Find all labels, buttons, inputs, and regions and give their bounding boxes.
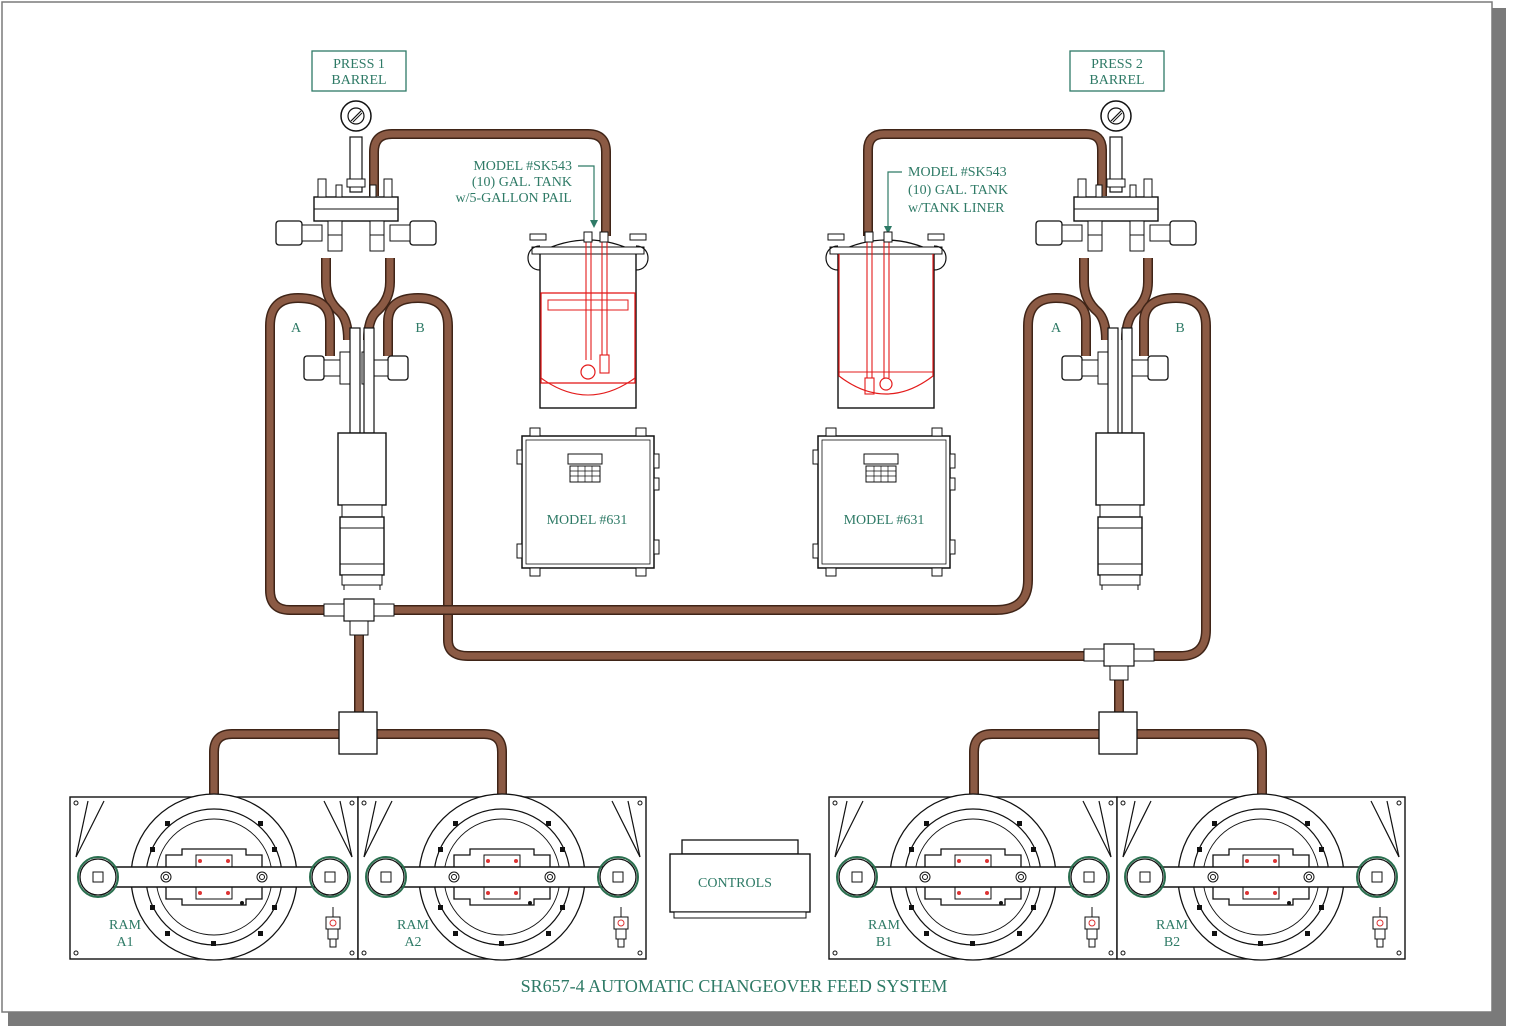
controller-1-box bbox=[516, 427, 660, 577]
tank-1: MODEL #SK543 (10) GAL. TANK w/5-GALLON P… bbox=[455, 159, 649, 409]
tank-2-label-line1: MODEL #SK543 bbox=[908, 165, 1007, 180]
hose-fittings bbox=[323, 598, 1155, 755]
tank-2-rim bbox=[829, 246, 943, 255]
ram-a2-unit bbox=[357, 793, 647, 961]
press-2-a-loop bbox=[392, 294, 1090, 614]
ram-b1-label-line2: B1 bbox=[876, 935, 892, 950]
tank-2-leader-arrow bbox=[884, 226, 892, 234]
tank-2-leader-line bbox=[887, 171, 902, 232]
tank-1-leader-line bbox=[578, 165, 595, 226]
press-1-a-loop bbox=[266, 294, 334, 614]
tank-2-label-line2: (10) GAL. TANK bbox=[908, 183, 1008, 198]
drawing-title: SR657-4 AUTOMATIC CHANGEOVER FEED SYSTEM bbox=[521, 976, 948, 996]
controller-2: MODEL #631 bbox=[812, 427, 956, 577]
press-2-port-b: B bbox=[1175, 321, 1184, 336]
press-1-port-b: B bbox=[415, 321, 424, 336]
splitter-block-b bbox=[1098, 711, 1138, 755]
tank-1-pail bbox=[540, 292, 636, 384]
controller-1: MODEL #631 bbox=[516, 427, 660, 577]
tank-1-rim bbox=[531, 246, 645, 255]
press-2-tank-hose bbox=[864, 130, 1106, 236]
tee-fitting-b bbox=[1103, 643, 1135, 667]
ram-a1-unit bbox=[69, 793, 359, 961]
ram-b1-unit bbox=[828, 793, 1118, 961]
ram-b2-label-line2: B2 bbox=[1164, 935, 1180, 950]
tank-1-body bbox=[539, 251, 637, 409]
press-1-b-loop bbox=[384, 294, 1090, 660]
controls-box: CONTROLS bbox=[669, 839, 811, 919]
tee-fitting-a bbox=[343, 598, 375, 622]
press-2-label-box bbox=[1069, 50, 1165, 92]
controller-1-label: MODEL #631 bbox=[547, 513, 628, 528]
tank-2-label-line3: w/TANK LINER bbox=[908, 201, 1005, 216]
controller-2-box bbox=[812, 427, 956, 577]
hose-network bbox=[209, 129, 1267, 860]
press-1-gauge-icon bbox=[340, 100, 372, 132]
ram-a1-label-line1: RAM bbox=[109, 918, 141, 933]
tank-1-label-line3: w/5-GALLON PAIL bbox=[455, 191, 572, 206]
ram-b1-label-line1: RAM bbox=[868, 918, 900, 933]
press-2-gauge-icon bbox=[1100, 100, 1132, 132]
press-1-label-box bbox=[311, 50, 407, 92]
press-2-port-a: A bbox=[1051, 321, 1062, 336]
ram-a2-hose bbox=[376, 730, 506, 860]
press-2-label-line1: PRESS 2 bbox=[1091, 57, 1143, 72]
tank-1-leader-arrow bbox=[590, 220, 598, 228]
ram-a1-hose bbox=[210, 730, 340, 860]
press-2-assembly: PRESS 2 BARREL A B bbox=[1035, 50, 1197, 591]
tank-1-label-line1: MODEL #SK543 bbox=[473, 159, 572, 174]
ram-a2: RAM A2 bbox=[357, 793, 647, 961]
ram-a1: RAM A1 bbox=[69, 793, 359, 961]
tank-2-liner bbox=[838, 254, 934, 395]
press-1-port-a: A bbox=[291, 321, 302, 336]
ram-a2-label-line2: A2 bbox=[404, 935, 421, 950]
controller-2-label: MODEL #631 bbox=[844, 513, 925, 528]
press-2-label-line2: BARREL bbox=[1089, 73, 1144, 88]
tank-2: MODEL #SK543 (10) GAL. TANK w/TANK LINER bbox=[825, 165, 1008, 409]
controls-label: CONTROLS bbox=[698, 876, 772, 891]
ram-b2-label-line1: RAM bbox=[1156, 918, 1188, 933]
press-2-a-hose bbox=[1080, 258, 1110, 341]
press-2-b-loop bbox=[1140, 294, 1210, 660]
ram-b1: RAM B1 bbox=[828, 793, 1118, 961]
tank-2-body bbox=[837, 251, 935, 409]
ram-b2: RAM B2 bbox=[1116, 793, 1406, 961]
press-1-label-line1: PRESS 1 bbox=[333, 57, 385, 72]
ram-a2-label-line1: RAM bbox=[397, 918, 429, 933]
press-1-a-hose bbox=[322, 258, 352, 341]
tank-1-label-line2: (10) GAL. TANK bbox=[472, 175, 572, 190]
press-1-label-line2: BARREL bbox=[331, 73, 386, 88]
press-1-tank-hose bbox=[370, 130, 610, 236]
splitter-block-a bbox=[338, 711, 378, 755]
press-1-assembly: PRESS 1 BARREL A B bbox=[275, 50, 437, 591]
ram-b1-hose bbox=[970, 730, 1100, 860]
ram-a1-label-line2: A1 bbox=[116, 935, 133, 950]
ram-b2-unit bbox=[1116, 793, 1406, 961]
ram-b2-hose bbox=[1136, 730, 1266, 860]
